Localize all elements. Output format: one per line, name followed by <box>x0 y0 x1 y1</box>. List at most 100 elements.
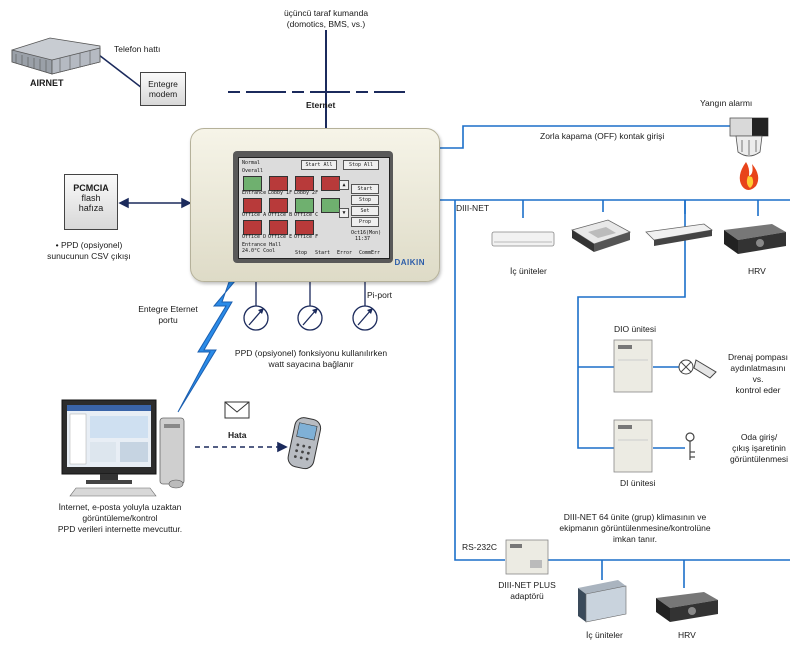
legend-start: Start <box>315 250 331 256</box>
zone-tile[interactable] <box>269 220 288 235</box>
room-entry-note: Oda giriş/ çıkış işaretinin görüntülenme… <box>726 432 792 465</box>
screen-status: Normal <box>242 160 261 166</box>
zone-tile[interactable] <box>243 220 262 235</box>
di-label: DI ünitesi <box>620 478 656 488</box>
stop-button[interactable]: Stop <box>351 195 379 205</box>
internet-note: İnternet, e-posta yoluyla uzaktan görünt… <box>40 502 200 535</box>
hrv-label: HRV <box>748 266 766 276</box>
tile-label: Office B <box>268 212 293 218</box>
pi-port-label: Pi-port <box>367 290 393 300</box>
computer-icon <box>61 399 185 497</box>
zone-tile[interactable] <box>321 176 340 191</box>
di-unit-icon <box>613 419 653 473</box>
indoor-units-label: İç üniteler <box>510 266 547 276</box>
detail-line1: Entrance Hall <box>242 242 282 248</box>
screen-bezel: Normal Overall Start All Stop All Entran… <box>233 151 393 263</box>
zone-tile[interactable] <box>295 176 314 191</box>
forced-off-label: Zorla kapama (OFF) kontak girişi <box>540 131 665 141</box>
pump-lamp-icon <box>678 359 717 379</box>
third-party-line2: (domotics, BMS, vs.) <box>286 19 366 29</box>
airnet-label: AIRNET <box>30 78 64 88</box>
ppd-note-line2: sunucunun CSV çıkışı <box>47 251 131 261</box>
start-button[interactable]: Start <box>351 184 379 194</box>
pcmcia-card: PCMCIA flash hafıza <box>64 174 118 230</box>
dio-branch-wire <box>577 200 686 449</box>
zone-tile[interactable] <box>295 220 314 235</box>
tile-label: Office D <box>242 234 267 240</box>
set-button[interactable]: Set <box>351 206 379 216</box>
dio-label: DIO ünitesi <box>614 324 657 334</box>
ppd-note-line1: • PPD (opsiyonel) <box>55 240 123 250</box>
door-sensor-icon <box>685 432 695 460</box>
fire-alarm-icon <box>729 117 769 190</box>
legend-comm-error: CommErr <box>359 250 381 256</box>
zone-tile[interactable] <box>321 198 340 213</box>
watt-meter-note: PPD (opsiyonel) fonksiyonu kullanılırken… <box>226 348 396 370</box>
pcmcia-line3: hafıza <box>78 203 104 213</box>
room-entry-line2: çıkış işaretinin <box>732 443 786 453</box>
ethernet-port-line2: portu <box>158 315 178 325</box>
internet-note-line1: İnternet, e-posta yoluyla uzaktan <box>58 502 182 512</box>
fire-alarm-label: Yangın alarmı <box>700 98 753 108</box>
dio-unit-icon <box>613 339 653 393</box>
room-entry-line3: görüntülenmesi <box>729 454 789 464</box>
screen-time: 11:37 <box>355 236 371 242</box>
tile-label: Lobby 2F <box>294 190 319 196</box>
envelope-icon <box>224 401 250 419</box>
third-party-label: üçüncü taraf kumanda (domotics, BMS, vs.… <box>262 8 390 30</box>
ethernet-port-label: Entegre Eternet portu <box>122 304 214 326</box>
pcmcia-line1: PCMCIA <box>73 183 109 193</box>
hrv-bottom-label: HRV <box>678 630 696 640</box>
plus-adapter-icon <box>505 539 549 575</box>
ppd-csv-note: • PPD (opsiyonel) sunucunun CSV çıkışı <box>30 240 148 262</box>
screen-date: Oct16(Mon) <box>351 230 382 236</box>
zone-tile[interactable] <box>295 198 314 213</box>
zone-tile[interactable] <box>269 198 288 213</box>
diii-64-line3: imkan tanır. <box>613 534 657 544</box>
diii-64-line1: DIII-NET 64 ünite (grup) klimasının ve <box>563 512 707 522</box>
phone-line <box>98 54 143 89</box>
zone-tile[interactable] <box>243 176 262 191</box>
hrv-unit-icon <box>724 224 786 254</box>
indoor-unit-wall-icon <box>491 231 555 247</box>
forced-off-wire <box>438 125 735 149</box>
zone-tile[interactable] <box>269 176 288 191</box>
rs232-wire <box>454 200 505 561</box>
plus-adapter-line2: adaptörü <box>510 591 544 601</box>
rs232c-label: RS-232C <box>462 542 497 552</box>
drain-pump-note: Drenaj pompası aydınlatmasını vs. kontro… <box>724 352 792 396</box>
wireless-bolt-icon <box>177 261 247 413</box>
third-party-line1: üçüncü taraf kumanda <box>283 8 369 18</box>
room-entry-line1: Oda giriş/ <box>740 432 778 442</box>
modem-line1: Entegre <box>148 79 178 89</box>
daikin-logo: DAIKIN <box>394 258 425 267</box>
drain-line2: aydınlatmasını vs. <box>730 363 786 384</box>
modem-line2: modem <box>148 89 178 99</box>
touch-screen[interactable]: Normal Overall Start All Stop All Entran… <box>238 157 390 259</box>
tile-label: Entrance <box>242 190 267 196</box>
drain-line3: kontrol eder <box>735 385 781 395</box>
hrv-unit-bottom-icon <box>656 592 718 622</box>
indoor-unit-ceiling-icon <box>645 223 713 246</box>
airnet-building-icon <box>11 37 101 75</box>
legend-stop: Stop <box>295 250 308 256</box>
prop-button[interactable]: Prop <box>351 217 379 227</box>
tile-label: Office A <box>242 212 267 218</box>
pcmcia-line2: flash <box>81 193 101 203</box>
scroll-down-icon[interactable]: ▼ <box>339 208 349 218</box>
start-all-button[interactable]: Start All <box>301 160 337 170</box>
drain-line1: Drenaj pompası <box>727 352 788 362</box>
tile-label: Office F <box>294 234 319 240</box>
zone-tile[interactable] <box>243 198 262 213</box>
floor-indoor-unit-icon <box>578 580 627 623</box>
intelligent-touch-controller: Normal Overall Start All Stop All Entran… <box>190 128 440 282</box>
screen-area: Overall <box>242 168 264 174</box>
diii-64-line2: ekipmanın görüntülenmesine/kontrolüne <box>559 523 711 533</box>
diii-64-note: DIII-NET 64 ünite (grup) klimasının ve e… <box>548 512 722 545</box>
tile-label: Office C <box>294 212 319 218</box>
mobile-phone-icon <box>287 417 322 470</box>
stop-all-button[interactable]: Stop All <box>343 160 379 170</box>
error-label: Hata <box>228 430 247 440</box>
scroll-up-icon[interactable]: ▲ <box>339 180 349 190</box>
